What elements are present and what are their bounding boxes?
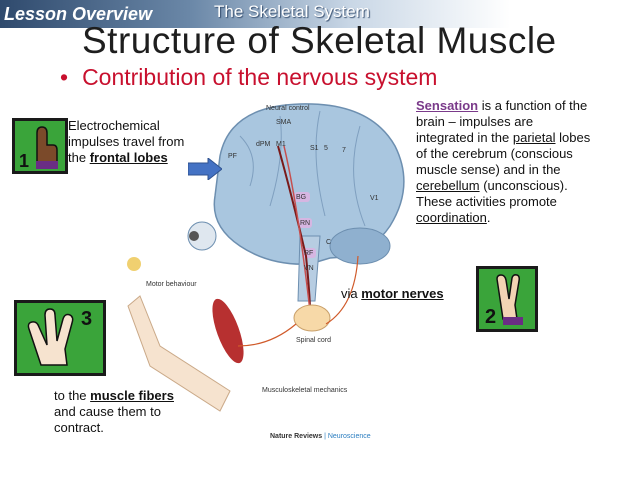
parietal-term: parietal [512,130,556,145]
v1-label: V1 [370,195,379,202]
sensation-line-5: muscle sense) and in the [416,162,561,177]
section-title: The Skeletal System [214,2,370,21]
sensation-line-4: of the cerebrum (conscious [416,146,573,161]
sensation-line-8: coordination. [416,210,636,226]
vn-label: VN [304,265,314,272]
cerebellum-shape [329,227,391,265]
header-bar [0,0,638,28]
sensation-t3: integrated in the [416,130,513,145]
bullet-item: • Contribution of the nervous system [60,64,437,91]
frontal-lobes-term: frontal lobes [89,150,168,165]
spinal-cord-label: Spinal cord [296,337,331,344]
sensation-t1: is a function of the [478,98,588,113]
rn-node [298,218,312,228]
sensation-line-2: brain – impulses are [416,114,534,129]
sensation-text: Sensation is a function of the brain – i… [416,98,636,226]
sensation-t6: (unconscious). [479,178,568,193]
s1-label: S1 [310,145,319,152]
step-2-hand-icon: 2 [476,266,538,332]
rn-label: RN [300,220,310,227]
step-3-text: to the muscle fibers and cause them to c… [54,388,214,436]
neuromuscular-illustration: Neural control SMA dPM M1 S1 5 7 PF V1 B… [120,96,450,456]
rf-label: RF [304,250,313,257]
step-1-hand-icon: 1 [12,118,68,174]
step-3-line-3: contract. [54,420,104,435]
bg-node [294,192,310,202]
sensation-t8: . [486,210,491,225]
svg-text:3: 3 [81,308,92,330]
muscle-fibers-term: muscle fibers [90,388,174,403]
step-1-line-2: impulses travel from [68,134,185,149]
area-5-label: 5 [324,145,328,152]
step-1-text: Electrochemical impulses travel from the… [68,118,190,166]
credit-label: Nature Reviews | Neuroscience [270,433,371,440]
step-3-hand-icon: 3 [14,300,106,376]
neural-control-label: Neural control [266,105,310,112]
eye-shape [187,221,217,251]
c-label: C [326,239,331,246]
arrow-right-icon [187,156,223,185]
cerebellum-term: cerebellum [416,178,480,193]
bg-label: BG [296,194,306,201]
muscle-shape [212,298,244,364]
svg-text:1: 1 [19,151,29,171]
step-2-prefix: via [341,286,362,301]
motor-behaviour-label: Motor behaviour [146,281,197,288]
lesson-overview-label: Lesson Overview [4,4,153,24]
step-3-prefix: to the [54,388,91,403]
musculoskeletal-label: Musculoskeletal mechanics [262,387,348,394]
coordination-term: coordination [416,210,487,225]
sensation-t3b: lobes [555,130,591,145]
sensation-line-6: cerebellum (unconscious). [416,178,636,194]
arm-shape [127,295,231,412]
bullet-text: Contribution of the nervous system [82,64,438,90]
bullet-dot: • [60,64,69,90]
brain-muscle-diagram: Neural control SMA dPM M1 S1 5 7 PF V1 B… [127,103,405,440]
slide-title: Structure of Skeletal Muscle [82,20,557,61]
credit-section: | Neuroscience [322,433,371,440]
m1-label: M1 [276,141,286,148]
step-1-line-3: the frontal lobes [68,150,190,166]
step-3-line-2: and cause them to [54,404,161,419]
sensation-term: Sensation [416,98,479,113]
step-2-text: via motor nerves [341,286,444,302]
credit-journal: Nature Reviews [270,433,322,440]
sensation-line-1: Sensation is a function of the [416,98,636,114]
brain-shape [213,103,405,265]
sma-label: SMA [276,119,292,126]
step-1-line-1: Electrochemical [68,118,160,133]
pf-label: PF [228,153,237,160]
spinal-cord-shape [293,304,331,332]
sensation-line-3: integrated in the parietal lobes [416,130,636,146]
step-3-line-1: to the muscle fibers [54,388,214,404]
dpm-label: dPM [256,141,271,148]
ball-shape [127,257,141,271]
sensation-line-7: These activities promote [416,194,557,209]
svg-text:2: 2 [485,306,496,328]
step-1-prefix: the [68,150,90,165]
area-7-label: 7 [342,147,346,154]
motor-nerves-term: motor nerves [361,286,444,301]
